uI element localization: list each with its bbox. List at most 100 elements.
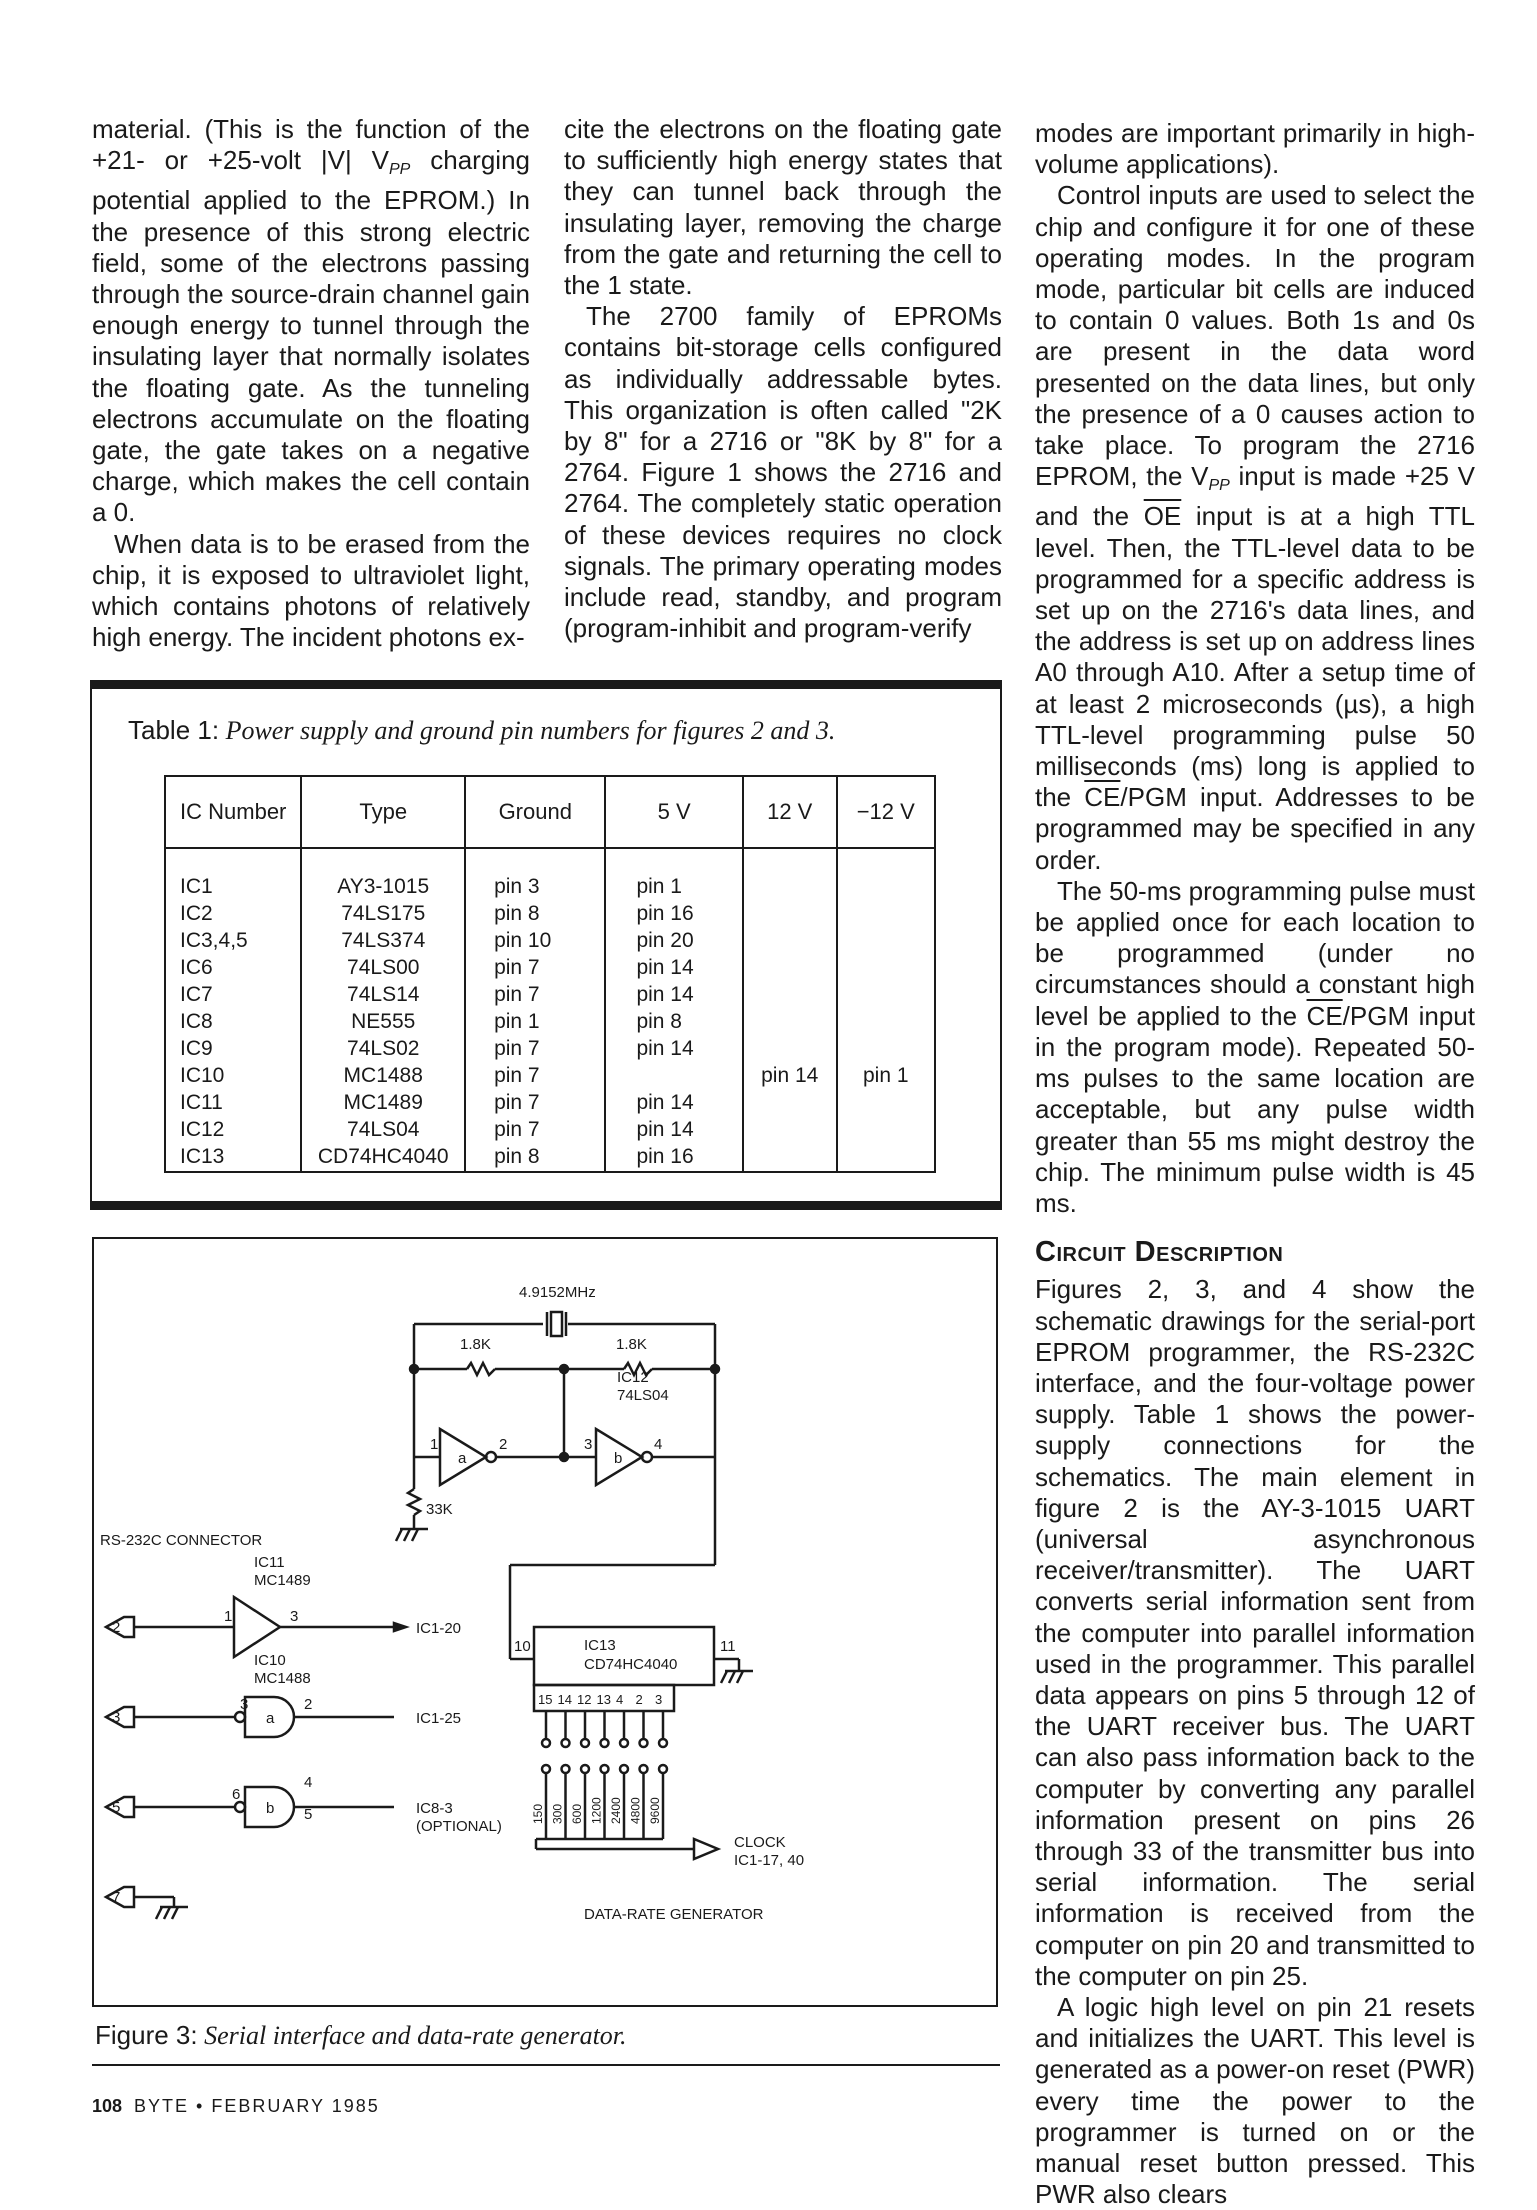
ground-symbol (170, 1906, 180, 1920)
paragraph: modes are important primarily in high-vo… (1035, 118, 1475, 180)
section-heading: Circuit Description (1035, 1236, 1284, 1269)
counter-pin-label: 13 (597, 1692, 611, 1707)
pin-label: 6 (232, 1786, 240, 1803)
switch-contact (657, 1737, 669, 1749)
figure-caption: Figure 3: Serial interface and data-rate… (95, 2020, 627, 2051)
connector-pin-label: 7 (112, 1889, 120, 1906)
table-cell: IC9 (180, 1037, 213, 1060)
resistor-1-8k (622, 1360, 653, 1378)
paragraph: The 2700 family of EPROMs contains bit-s… (564, 301, 1002, 644)
ic10-type-label: MC1488 (254, 1670, 311, 1687)
12v-column: pin 14 (741, 848, 838, 1172)
counter-pin-label: 2 (636, 1692, 643, 1707)
table-cell: IC7 (180, 983, 213, 1006)
gate-a-label: a (266, 1710, 275, 1727)
text-column-2: cite the electrons on the floating gate … (564, 114, 1002, 644)
rate-label: 300 (551, 1804, 565, 1824)
paragraph: Control inputs are used to select the ch… (1035, 180, 1475, 875)
driver-gate-b (243, 1785, 296, 1829)
receiver-ic11 (232, 1594, 283, 1660)
rate-label: 600 (570, 1804, 584, 1824)
switch-contact (657, 1763, 669, 1775)
col-header-12v: 12 V (741, 775, 838, 849)
table-cell (636, 1062, 740, 1089)
table-cell (745, 1116, 835, 1143)
ground-symbol (394, 1528, 404, 1542)
arrow (392, 1621, 410, 1633)
table-cell: pin 7 (494, 1037, 540, 1060)
pin-label: 4 (304, 1774, 312, 1791)
ic12-type-label: 74LS04 (617, 1387, 669, 1404)
table-cell: 74LS374 (341, 929, 426, 952)
table-cell: pin 14 (636, 956, 694, 979)
table-cell: MC1489 (343, 1091, 423, 1114)
paragraph: material. (This is the function of the +… (92, 114, 531, 528)
ground-symbol (735, 1670, 745, 1684)
rate-label: 150 (531, 1804, 545, 1824)
table-cell (745, 1035, 835, 1062)
table-cell (839, 954, 933, 981)
table-cell: pin 16 (636, 902, 694, 925)
table-cell: NE555 (351, 1010, 416, 1033)
table-cell (745, 954, 835, 981)
counter-pin-label: 12 (577, 1692, 591, 1707)
table-cell: pin 7 (494, 983, 540, 1006)
table-cell (745, 1008, 835, 1035)
table-cell: pin 14 (761, 1064, 819, 1087)
text-column-3: modes are important primarily in high-vo… (1035, 118, 1475, 2210)
table-cell (745, 927, 835, 954)
table-cell: IC12 (180, 1118, 225, 1141)
crystal-label: 4.9152MHz (519, 1284, 596, 1301)
table-cell: CD74HC4040 (317, 1145, 449, 1168)
table-cell (839, 1089, 933, 1116)
r3-label: 33K (426, 1501, 453, 1518)
counter-pin-label: 15 (538, 1692, 552, 1707)
gate-b-label: b (266, 1800, 274, 1817)
col-header-ic: IC Number (163, 775, 303, 849)
driver-bubble (233, 1800, 247, 1814)
power-table: IC Number Type Ground 5 V 12 V −12 V IC1… (163, 775, 937, 1173)
table-cell: pin 10 (494, 929, 552, 952)
rate-label: 9600 (648, 1797, 662, 1824)
table-cell: pin 1 (636, 875, 682, 898)
table-cell: AY3-1015 (337, 875, 430, 898)
col-header-5v: 5 V (604, 775, 744, 849)
pin-label: 5 (304, 1806, 312, 1823)
table-cell: pin 14 (636, 983, 694, 1006)
table-label: Table 1: (128, 715, 220, 745)
table-caption: Table 1: Power supply and ground pin num… (128, 715, 835, 746)
ground-symbol (719, 1670, 729, 1684)
inverter-b (594, 1426, 645, 1488)
ic11-label: IC11 (254, 1554, 285, 1571)
table-cell (745, 1089, 835, 1116)
rate-label: 1200 (590, 1797, 604, 1824)
table-caption-text: Power supply and ground pin numbers for … (225, 716, 836, 745)
pin-label: 3 (240, 1696, 248, 1713)
table-cell (745, 981, 835, 1008)
pin-label: 1 (224, 1608, 232, 1625)
table-cell: IC1 (180, 875, 213, 898)
schematic-diagram: 4.9152MHz 1.8K 1.8K IC12 74LS04 a 1 2 b (100, 1284, 804, 1923)
switch-contact (599, 1737, 610, 1749)
table-cell (839, 1116, 933, 1143)
switch-contact (618, 1737, 630, 1749)
connector-pin-label: 3 (112, 1709, 120, 1726)
figure-caption-text: Serial interface and data-rate generator… (204, 2021, 627, 2050)
pin-label: 1 (430, 1436, 438, 1453)
table-cell (839, 1035, 933, 1062)
resistor-1-8k (465, 1360, 496, 1378)
ic11-type-label: MC1489 (254, 1572, 311, 1589)
inverter-a (438, 1426, 489, 1488)
switch-contact (560, 1737, 571, 1749)
table-cell: pin 7 (494, 956, 540, 979)
table-cell (839, 900, 933, 927)
counter-pin-label: 14 (558, 1692, 572, 1707)
table-cell: 74LS14 (347, 983, 420, 1006)
col-header-ground: Ground (464, 775, 607, 849)
switch-contact (560, 1763, 571, 1775)
